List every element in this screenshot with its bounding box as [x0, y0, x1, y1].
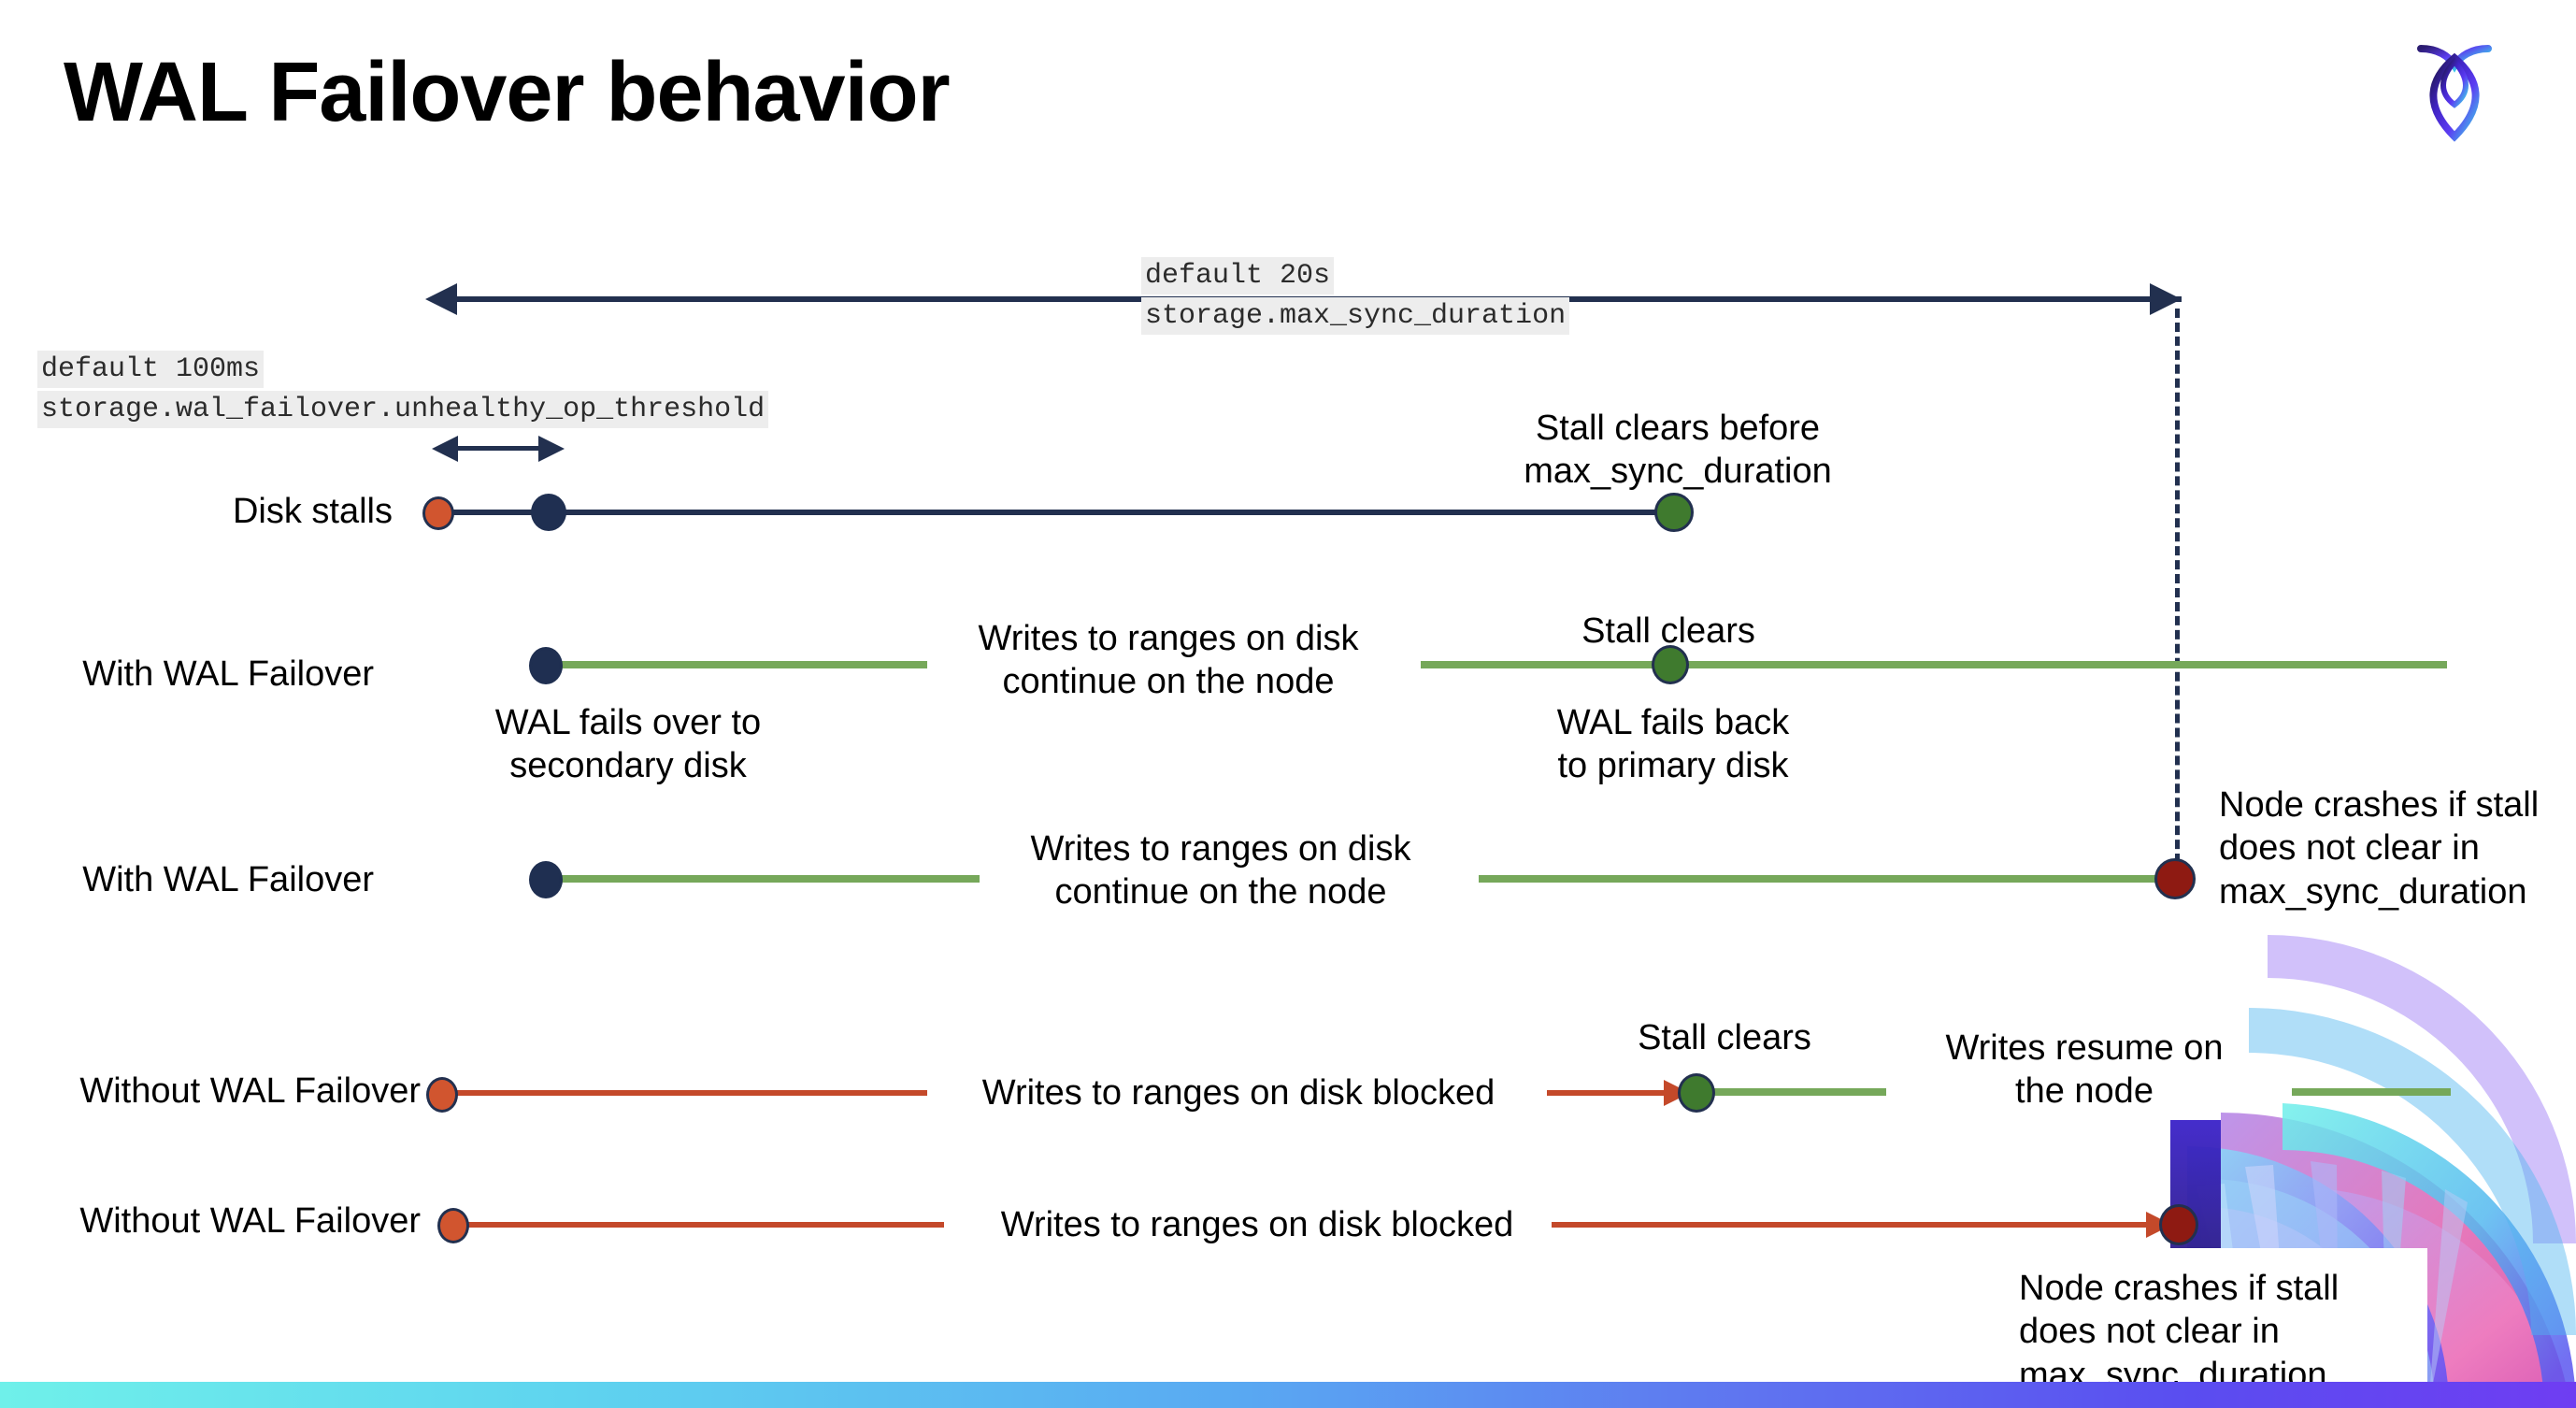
- note-stall-clears-before-max-sync-duration: Stall clears before max_sync_duration: [1524, 409, 1832, 492]
- disk-stalls-stall-start-dot: [422, 496, 454, 530]
- with-failover-1-green-segment-b: [1421, 661, 2447, 668]
- bottom-accent-bar: [0, 1382, 2576, 1408]
- without-failover-1-green-segment-far: [2292, 1088, 2451, 1096]
- disk-stalls-unhealthy-threshold-dot: [531, 494, 566, 531]
- without-failover-1-stall-clears-dot: [1678, 1073, 1715, 1113]
- note-node-crashes-row5: Node crashes if stall does not clear in …: [2019, 1269, 2340, 1395]
- without-failover-2-stall-start-dot: [437, 1208, 469, 1243]
- note-stall-clears-row2: Stall clears: [1581, 611, 1755, 651]
- unhealthy-threshold-arrow-left-icon: [432, 436, 458, 462]
- unhealthy-op-threshold-span-line: [449, 446, 546, 451]
- max-sync-duration-default: default 20s: [1141, 257, 1335, 295]
- note-writes-blocked-2: Writes to ranges on disk blocked: [1000, 1205, 1514, 1244]
- with-failover-2-green-segment-b: [1479, 875, 2172, 883]
- note-writes-continue-2: Writes to ranges on disk continue on the…: [1030, 829, 1411, 912]
- note-wal-fails-back: WAL fails back to primary disk: [1556, 703, 1790, 786]
- disk-stalls-stall-clears-dot: [1654, 493, 1694, 532]
- note-wal-fails-over: WAL fails over to secondary disk: [494, 703, 762, 786]
- without-failover-2-red-segment-b: [1552, 1222, 2159, 1228]
- with-failover-1-green-segment-a: [544, 661, 927, 668]
- max-sync-duration-dashed-connector: [2175, 309, 2180, 877]
- note-writes-resume: Writes resume on the node: [1945, 1028, 2224, 1112]
- without-failover-2-node-crash-dot: [2159, 1204, 2198, 1245]
- unhealthy-op-threshold-default: default 100ms: [37, 351, 265, 389]
- unhealthy-threshold-arrow-right-icon: [538, 436, 565, 462]
- note-writes-blocked-1: Writes to ranges on disk blocked: [981, 1073, 1496, 1113]
- without-failover-1-stall-start-dot: [426, 1077, 458, 1113]
- row-label-disk-stalls: Disk stalls: [232, 492, 393, 531]
- with-failover-2-failover-dot: [529, 861, 563, 898]
- without-failover-1-green-segment: [1699, 1088, 1886, 1096]
- without-failover-1-red-segment-a: [451, 1090, 927, 1096]
- row-label-with-wal-failover-2: With WAL Failover: [82, 860, 374, 899]
- without-failover-1-red-segment-b: [1547, 1090, 1676, 1096]
- with-failover-1-stall-clears-dot: [1652, 645, 1689, 684]
- crash-callout-background: [1996, 1248, 2427, 1408]
- with-failover-2-green-segment-a: [544, 875, 980, 883]
- row-label-with-wal-failover-1: With WAL Failover: [82, 654, 374, 694]
- note-writes-continue-1: Writes to ranges on disk continue on the…: [978, 619, 1359, 702]
- without-failover-2-red-segment-a: [462, 1222, 944, 1228]
- unhealthy-op-threshold-setting-name: storage.wal_failover.unhealthy_op_thresh…: [37, 391, 769, 429]
- max-sync-duration-setting-name: storage.max_sync_duration: [1141, 297, 1570, 336]
- note-node-crashes-row3: Node crashes if stall does not clear in …: [2219, 785, 2540, 912]
- note-stall-clears-row4: Stall clears: [1638, 1018, 1811, 1057]
- cockroach-labs-logo-icon: [2389, 24, 2520, 166]
- disk-stalls-timeline: [437, 510, 1681, 515]
- max-sync-duration-arrow-left-icon: [425, 283, 457, 315]
- with-failover-1-failover-dot: [529, 647, 563, 684]
- with-failover-2-node-crash-dot: [2154, 858, 2196, 899]
- row-label-without-wal-failover-2: Without WAL Failover: [79, 1201, 421, 1241]
- row-label-without-wal-failover-1: Without WAL Failover: [79, 1071, 421, 1111]
- page-title: WAL Failover behavior: [64, 46, 951, 139]
